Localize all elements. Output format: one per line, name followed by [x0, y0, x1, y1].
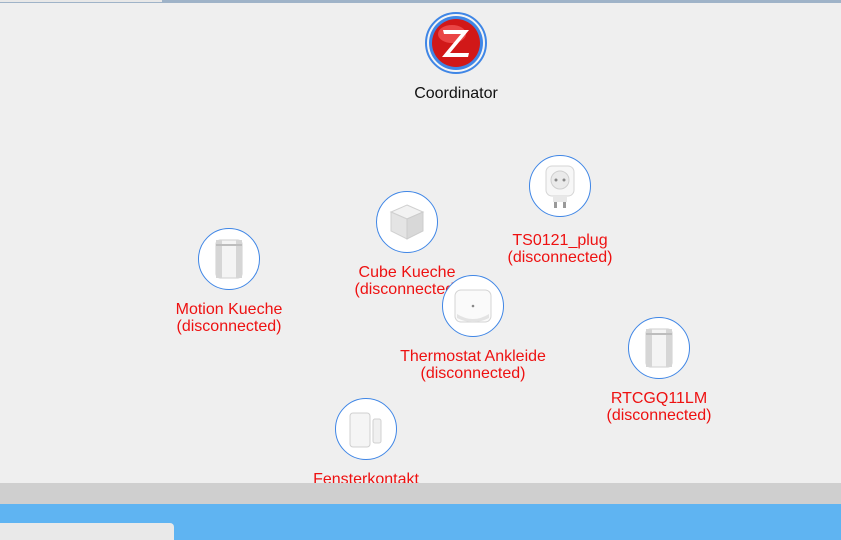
smart-plug-icon: [529, 155, 591, 217]
cube-kueche-status: (disconnected): [354, 281, 460, 298]
ts0121-plug-status: (disconnected): [507, 249, 613, 266]
network-map-canvas[interactable]: Coordinator TS0121_plug (disconnected): [0, 3, 841, 483]
horizontal-scrollbar[interactable]: [0, 483, 841, 504]
thermostat-ankleide-status: (disconnected): [420, 365, 526, 382]
cube-icon: [376, 191, 438, 253]
zigbee-logo-icon: [425, 12, 487, 74]
motion-kueche-label: Motion Kueche: [175, 301, 283, 318]
rtcgq11lm-status: (disconnected): [606, 407, 712, 424]
rtcgq11lm-label: RTCGQ11LM: [610, 390, 708, 407]
ts0121-plug-label: TS0121_plug: [512, 232, 608, 249]
motion-sensor-icon: [198, 228, 260, 290]
door-sensor-icon: [335, 398, 397, 460]
thermostat-ankleide-label: Thermostat Ankleide: [400, 348, 546, 365]
top-tab[interactable]: [0, 0, 162, 2]
motion-sensor-icon: [628, 317, 690, 379]
cube-kueche-label: Cube Kueche: [358, 264, 456, 281]
fensterkontakt-label: Fensterkontakt: [313, 471, 419, 483]
bottom-tab[interactable]: [0, 523, 174, 540]
top-bar: [0, 0, 841, 3]
thermostat-sensor-icon: [442, 275, 504, 337]
bottom-bar: [0, 504, 841, 540]
motion-kueche-status: (disconnected): [176, 318, 282, 335]
coordinator-label: Coordinator: [414, 85, 498, 102]
